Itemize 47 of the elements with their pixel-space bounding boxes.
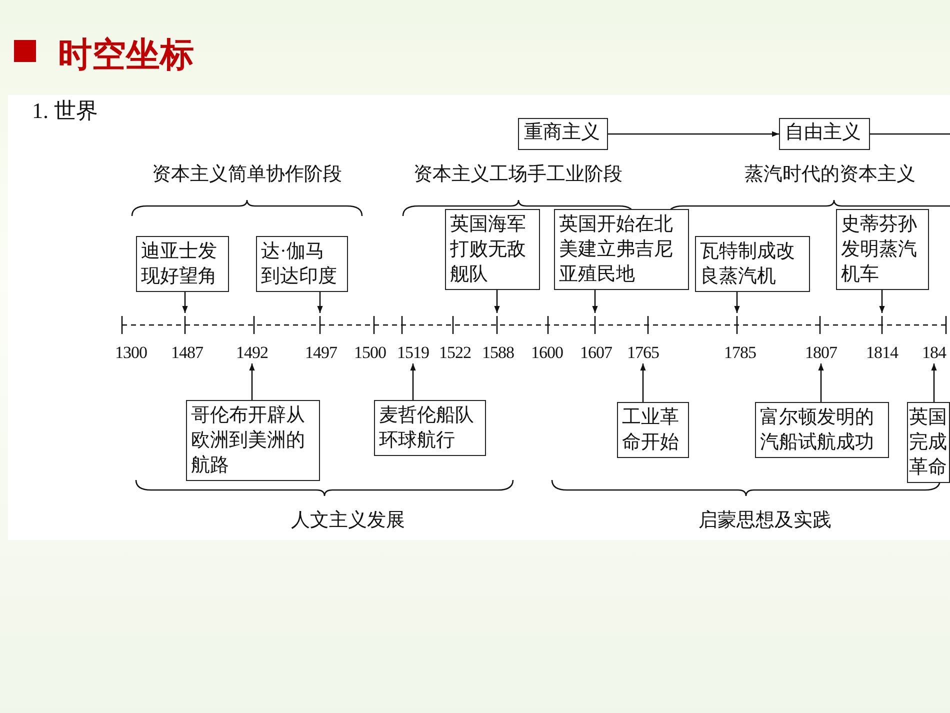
title: 时空坐标	[58, 34, 194, 77]
period-label: 资本主义工场手工业阶段	[414, 164, 622, 184]
event-box: 工业革命开始	[617, 402, 689, 458]
year-label: 184	[922, 344, 946, 360]
event-box: 迪亚士发现好望角	[136, 236, 229, 292]
year-label: 1814	[866, 344, 898, 360]
event-box: 英国完成革命	[907, 402, 950, 483]
arrow	[494, 290, 500, 313]
year-label: 1519	[397, 344, 429, 360]
stage-box: 自由主义	[779, 118, 870, 150]
year-label: 1807	[805, 344, 837, 360]
arrow	[734, 292, 740, 313]
year-label: 1500	[354, 344, 386, 360]
arrow	[931, 364, 937, 402]
event-box: 麦哲伦船队环球航行	[374, 400, 486, 456]
year-label: 1522	[439, 344, 471, 360]
year-label: 1600	[531, 344, 563, 360]
year-label: 1607	[580, 344, 612, 360]
year-label: 1765	[627, 344, 659, 360]
event-box: 哥伦布开辟从欧洲到美洲的航路	[186, 400, 320, 481]
period-label: 人文主义发展	[291, 510, 405, 530]
event-box: 英国开始在北美建立弗吉尼亚殖民地	[554, 209, 689, 290]
year-label: 1300	[115, 344, 147, 360]
event-box: 瓦特制成改良蒸汽机	[695, 236, 810, 292]
period-label: 蒸汽时代的资本主义	[744, 164, 916, 184]
event-box: 达·伽马到达印度	[256, 236, 348, 292]
arrow	[592, 290, 598, 313]
stage-box: 重商主义	[518, 118, 608, 150]
arrow	[640, 364, 646, 402]
event-box: 史蒂芬孙发明蒸汽机车	[836, 209, 929, 290]
year-label: 1487	[171, 344, 203, 360]
arrow	[249, 364, 255, 400]
arrow	[182, 292, 188, 313]
arrow	[317, 292, 323, 313]
period-label: 资本主义简单协作阶段	[152, 164, 342, 184]
event-box: 富尔顿发明的汽船试航成功	[755, 402, 889, 458]
period-label: 启蒙思想及实践	[698, 510, 832, 530]
arrow	[818, 364, 824, 402]
event-box: 英国海军打败无敌舰队	[445, 209, 540, 290]
year-label: 1497	[305, 344, 337, 360]
arrow	[410, 364, 416, 400]
year-label: 1588	[482, 344, 514, 360]
year-label: 1492	[236, 344, 268, 360]
section-heading: 1. 世界	[32, 100, 98, 122]
arrow	[608, 131, 779, 137]
arrow	[879, 290, 885, 313]
year-label: 1785	[724, 344, 756, 360]
